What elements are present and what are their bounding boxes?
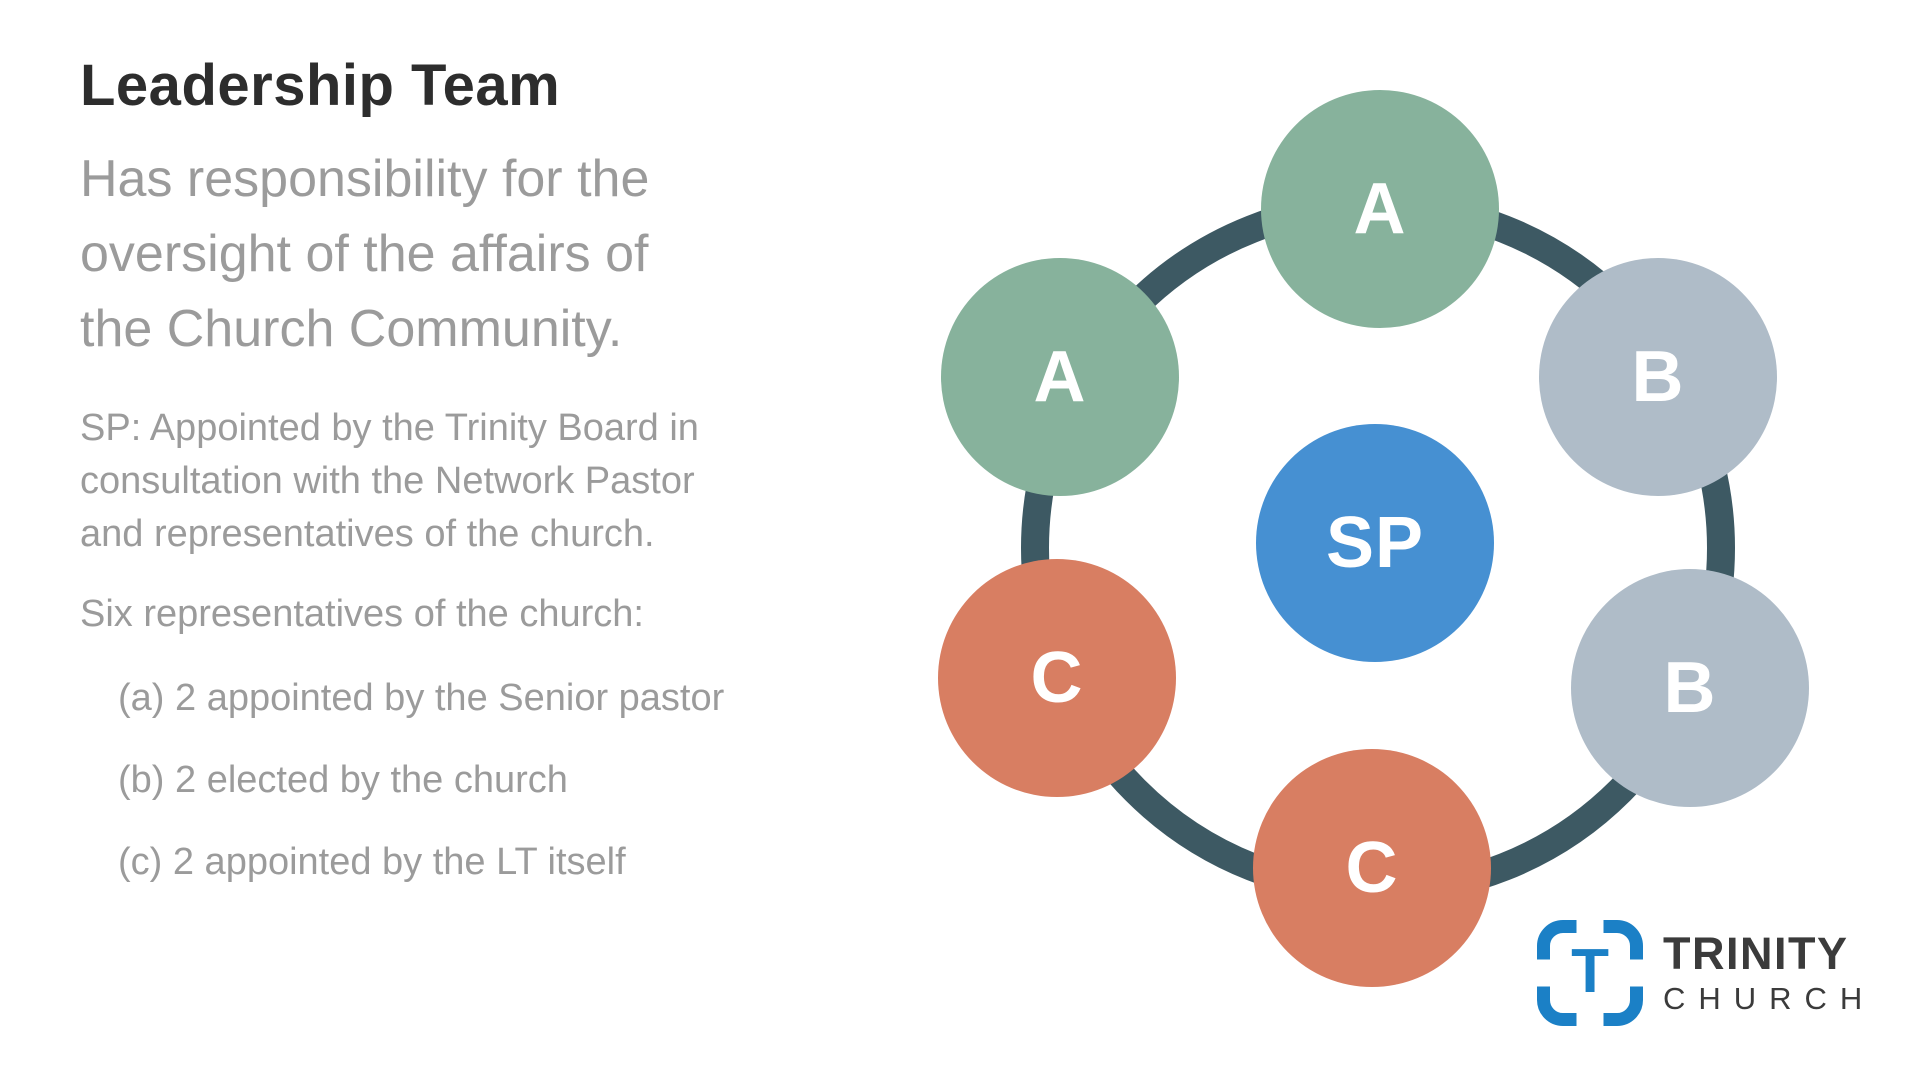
list-item-b: (b) 2 elected by the church (118, 759, 568, 801)
sp-note-line: and representatives of the church. (80, 513, 655, 555)
logo-mark-gap (1630, 959, 1643, 987)
diagram-node-b-lower-right: B (1571, 569, 1809, 807)
representatives-list: (a) 2 appointed by the Senior pastor (b)… (118, 672, 724, 918)
diagram-node-c-bottom: C (1253, 749, 1491, 987)
diagram-node-a-top: A (1261, 90, 1499, 328)
subtitle-line: oversight of the affairs of (80, 225, 649, 283)
six-representatives-heading: Six representatives of the church: (80, 593, 644, 635)
logo-wordmark: TRINITY CHURCH (1663, 930, 1875, 1015)
sp-note-line: SP: Appointed by the Trinity Board in (80, 407, 699, 449)
logo-mark-letter: T (1571, 936, 1609, 1006)
node-label: A (1033, 337, 1087, 417)
node-label: A (1353, 169, 1407, 249)
sp-appointment-note: SP: Appointed by the Trinity Board in co… (80, 402, 699, 561)
subtitle-line: Has responsibility for the (80, 150, 650, 208)
list-item-c: (c) 2 appointed by the LT itself (118, 841, 626, 883)
node-label: C (1030, 638, 1084, 718)
diagram-node-sp-center: SP (1256, 424, 1494, 662)
trinity-church-logo: T TRINITY CHURCH (1537, 920, 1875, 1026)
trinity-logo-icon: T (1537, 920, 1643, 1026)
node-label: B (1631, 337, 1685, 417)
list-item-a: (a) 2 appointed by the Senior pastor (118, 677, 725, 719)
brand-subname: CHURCH (1663, 980, 1876, 1016)
logo-mark-gap (1576, 920, 1604, 933)
node-label: C (1345, 828, 1399, 908)
subtitle: Has responsibility for the oversight of … (80, 142, 649, 367)
node-label: SP (1325, 503, 1425, 583)
subtitle-line: the Church Community. (80, 300, 623, 358)
page-title: Leadership Team (80, 53, 561, 118)
diagram-node-c-lower-left: C (938, 559, 1176, 797)
diagram-node-a-upper-left: A (941, 258, 1179, 496)
node-label: B (1663, 648, 1717, 728)
diagram-node-b-upper-right: B (1539, 258, 1777, 496)
brand-name: TRINITY (1663, 928, 1849, 980)
sp-note-line: consultation with the Network Pastor (80, 460, 695, 502)
logo-mark-gap (1576, 1013, 1604, 1026)
logo-mark-gap (1537, 959, 1550, 987)
